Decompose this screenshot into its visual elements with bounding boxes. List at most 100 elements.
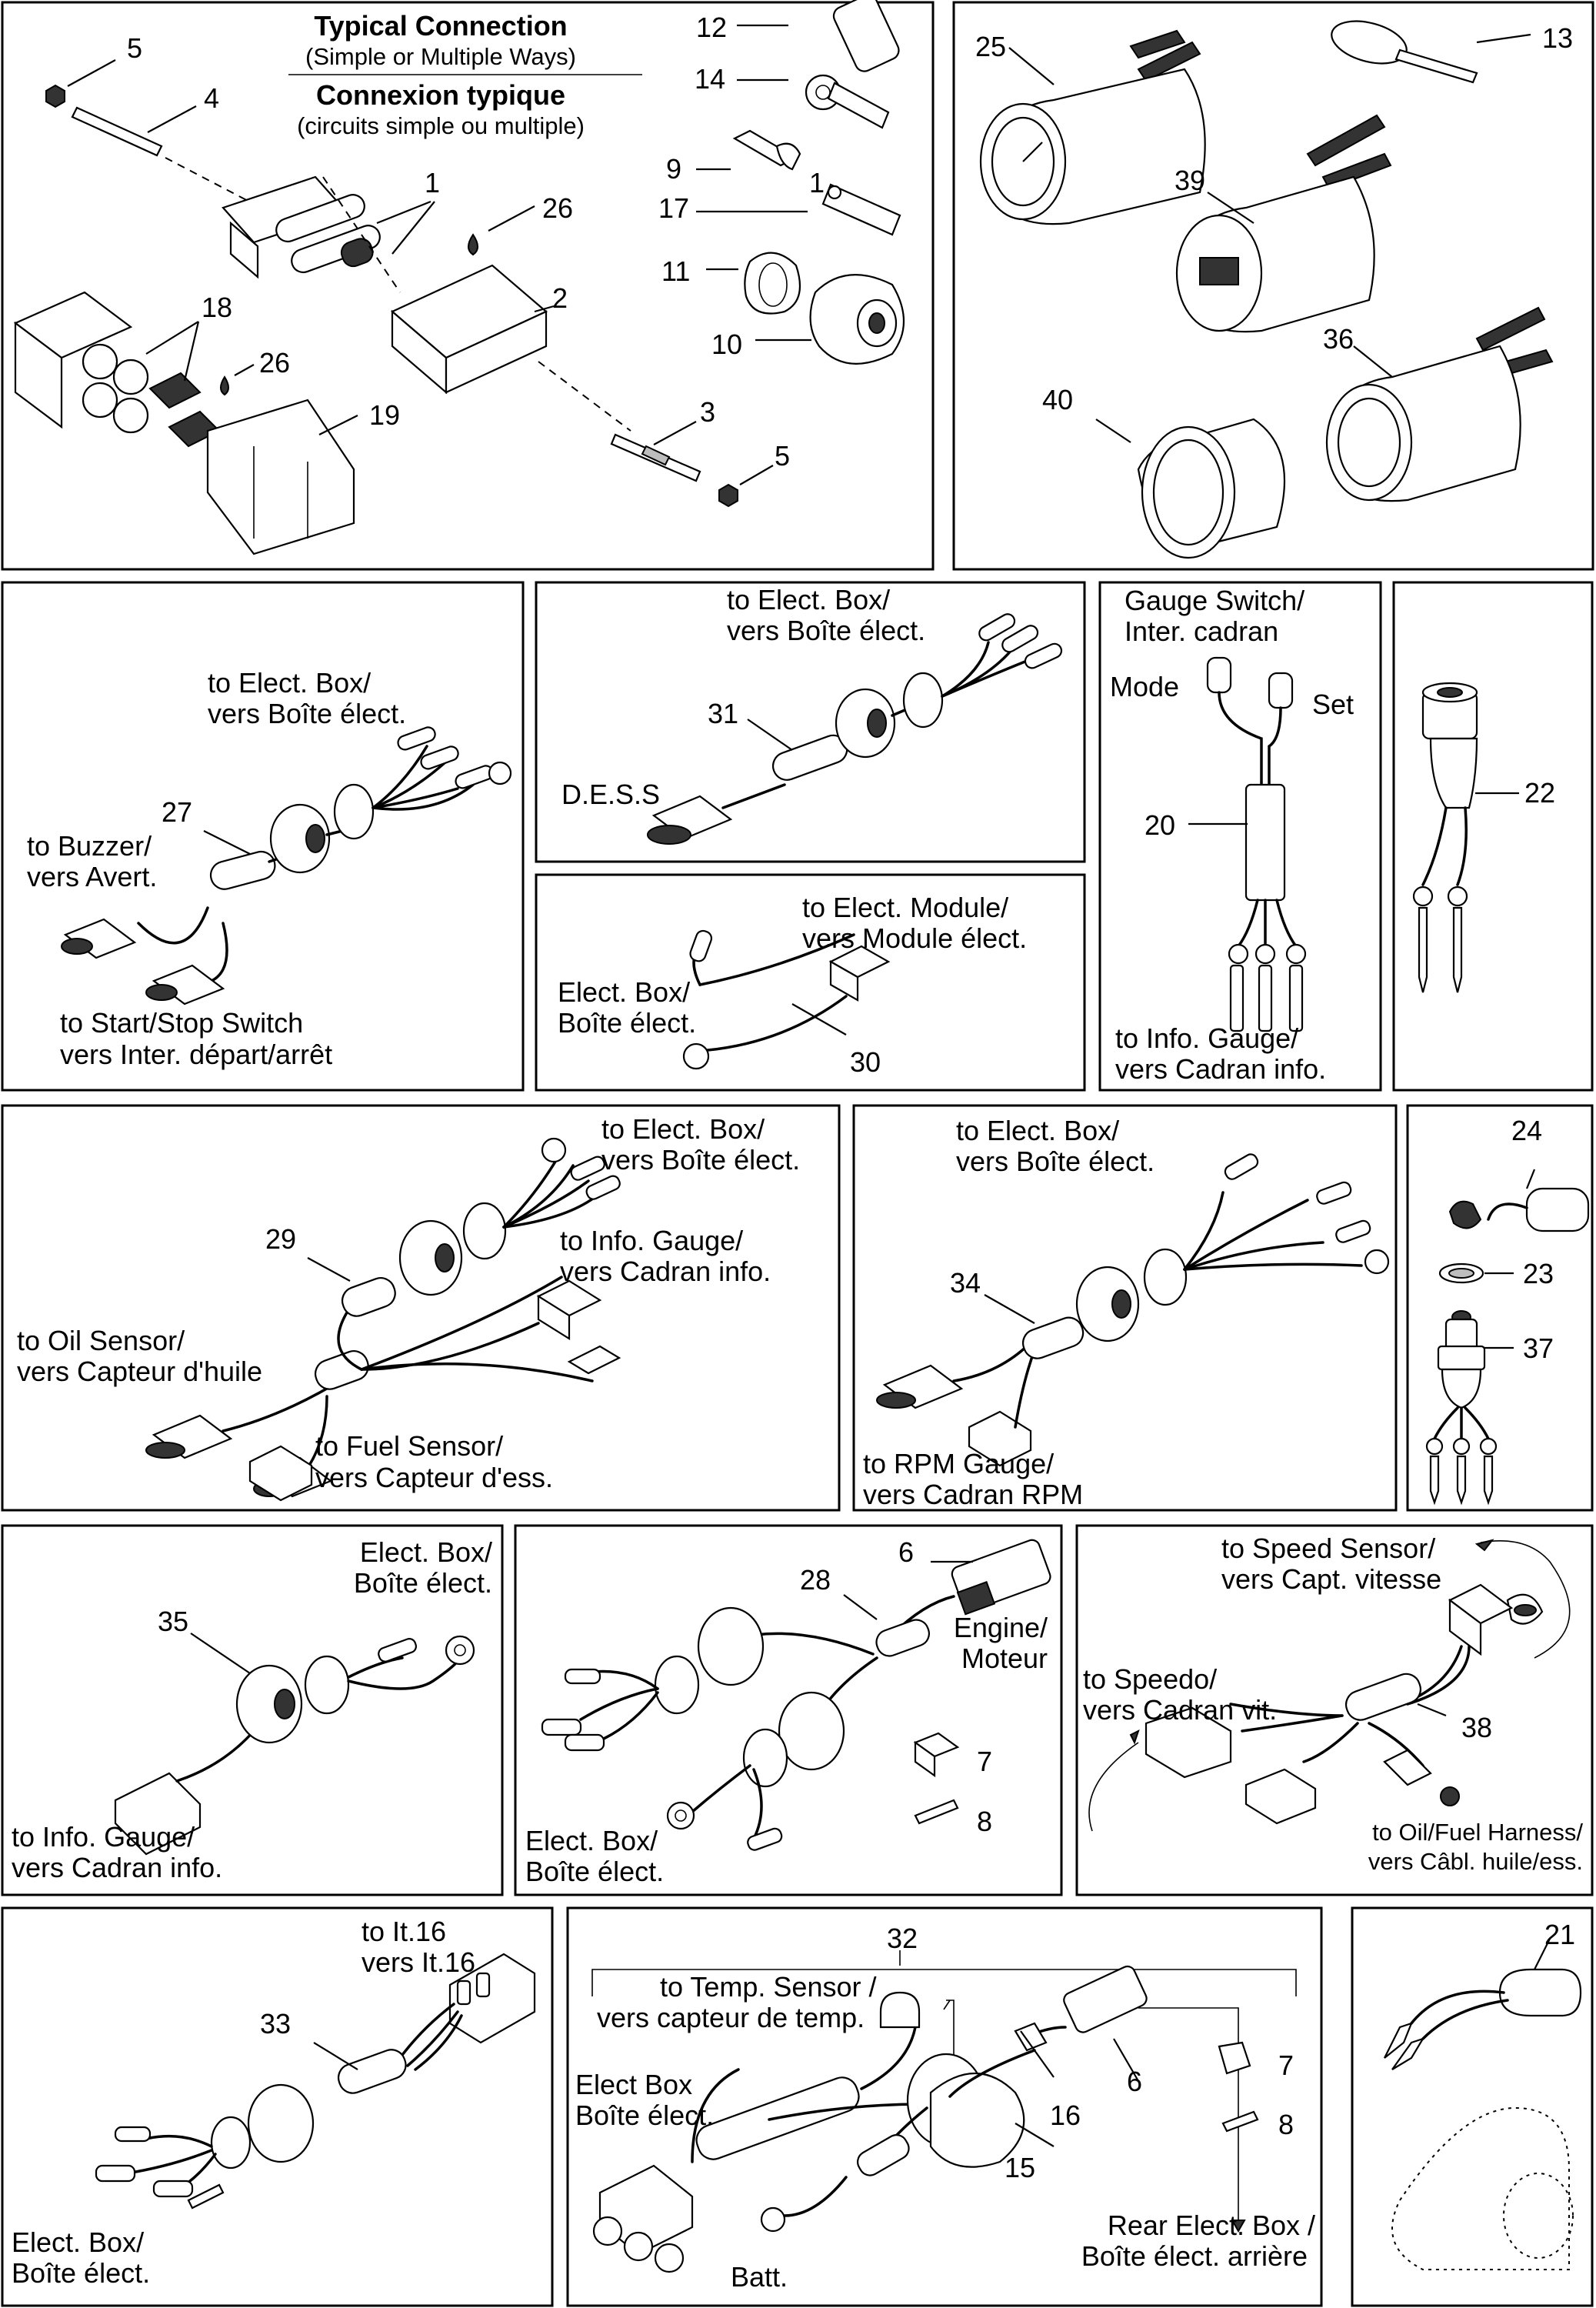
label-elect-box-28-en: Elect. Box/ (525, 1825, 658, 1856)
callout-19: 19 (369, 399, 400, 431)
callout-11: 11 (661, 255, 690, 287)
label-elect-box-29-en: to Elect. Box/ (601, 1113, 765, 1145)
label-elect-box-30-fr: Boîte élect. (558, 1007, 696, 1039)
label-info-gauge-35-fr: vers Cadran info. (12, 1852, 222, 1883)
panel-harness-34 (852, 1104, 1398, 1512)
part-13-cable-tie (1331, 20, 1531, 84)
label-batt: Batt. (731, 2261, 788, 2293)
harness-20-gauge-switch (1188, 656, 1307, 1032)
part-1-connector (222, 175, 435, 293)
label-info-gauge-35-en: to Info. Gauge/ (12, 1821, 195, 1853)
part-25-gauge (979, 29, 1206, 225)
probe-21 (1384, 1938, 1582, 2270)
lubricant-drop-icon-2 (220, 375, 229, 396)
label-oil-fuel-harness-fr: vers Câbl. huile/ess. (1368, 1848, 1583, 1875)
label-elect-box-35-en: Elect. Box/ (360, 1536, 492, 1568)
callout-21: 21 (1544, 1919, 1575, 1950)
harness-31 (647, 613, 1063, 845)
part-18-multi-connector (13, 291, 221, 448)
callout-23: 23 (1523, 1258, 1554, 1289)
part-11-grommet (706, 252, 801, 315)
typical-connection-title: Typical Connection (Simple or Multiple W… (288, 10, 642, 139)
label-elect-box-34-fr: vers Boîte élect. (956, 1146, 1155, 1177)
callout-14: 14 (695, 63, 725, 95)
panel-harness-28 (514, 1524, 1063, 1896)
callout-39: 39 (1175, 165, 1205, 196)
label-elect-box-30-en: Elect. Box/ (558, 976, 690, 1008)
label-speed-sensor-en: to Speed Sensor/ (1221, 1533, 1435, 1564)
lubricant-drop-icon (468, 233, 478, 256)
part-19-housing (206, 399, 358, 555)
label-speedo-en: to Speedo/ (1083, 1663, 1217, 1695)
panel-harness-33 (1, 1906, 554, 2307)
callout-6a: 6 (898, 1536, 914, 1568)
label-rpm-gauge-en: to RPM Gauge/ (863, 1448, 1054, 1479)
label-temp-sensor-fr: vers capteur de temp. (597, 2002, 865, 2033)
label-start-stop-en: to Start/Stop Switch (60, 1007, 303, 1039)
callout-18: 18 (202, 292, 232, 323)
part-40-bezel-ring (1095, 418, 1286, 559)
harness-30 (682, 929, 891, 1070)
label-elect-box-29-fr: vers Boîte élect. (601, 1144, 800, 1176)
panel-gauge-switch (1098, 581, 1382, 1092)
label-rear-elect-box-fr: Boîte élect. arrière (1081, 2240, 1308, 2272)
label-elect-box-32-fr: Boîte élect. (575, 2100, 714, 2131)
callout-27: 27 (162, 796, 192, 828)
harness-35 (114, 1633, 475, 1856)
callout-33: 33 (260, 2008, 291, 2040)
panel-harness-27 (1, 581, 525, 1092)
label-fuel-sensor-fr: vers Capteur d'ess. (315, 1462, 553, 1493)
callout-10: 10 (711, 329, 742, 360)
panel-harness-30 (535, 873, 1086, 1092)
callout-32: 32 (887, 1923, 918, 1954)
harness-33 (95, 1953, 536, 2210)
label-engine-en: Engine/ (954, 1612, 1048, 1643)
part-39-info-gauge (1175, 114, 1392, 333)
label-set: Set (1312, 689, 1354, 720)
part-14-ring-terminal (737, 74, 890, 129)
callout-13: 13 (1542, 22, 1573, 54)
label-start-stop-fr: vers Inter. départ/arrêt (60, 1039, 332, 1070)
panel-sensor-24 (1406, 1104, 1594, 1512)
part-10-nut (755, 274, 905, 365)
callout-2: 2 (552, 282, 568, 314)
panel-harness-38 (1075, 1524, 1594, 1896)
label-elect-box-35-fr: Boîte élect. (354, 1567, 492, 1599)
callout-34: 34 (950, 1267, 981, 1299)
callout-26b: 26 (259, 347, 290, 379)
callout-25: 25 (975, 31, 1006, 62)
harness-32 (591, 1950, 1297, 2273)
callout-24: 24 (1511, 1115, 1542, 1146)
callout-17: 17 (658, 192, 689, 224)
callout-30: 30 (850, 1046, 881, 1078)
label-fuel-sensor-en: to Fuel Sensor/ (315, 1430, 503, 1462)
label-oil-sensor-fr: vers Capteur d'huile (17, 1356, 262, 1387)
label-temp-sensor-en: to Temp. Sensor / (660, 1971, 876, 2003)
label-gauge-switch-en: Gauge Switch/ (1125, 585, 1304, 616)
harness-27 (61, 726, 512, 1006)
callout-4: 4 (204, 82, 219, 114)
label-info-gauge-29-fr: vers Cadran info. (560, 1256, 771, 1287)
panel-sensor-22 (1392, 581, 1594, 1092)
panel-gauges (952, 1, 1594, 571)
callout-7b: 7 (1278, 2050, 1294, 2081)
label-engine-fr: Moteur (961, 1643, 1048, 1674)
subtitle-en: (Simple or Multiple Ways) (305, 43, 576, 70)
label-buzzer-fr: vers Avert. (27, 861, 157, 892)
label-info-gauge-20-fr: vers Cadran info. (1115, 1053, 1326, 1085)
callout-5a: 5 (127, 32, 142, 64)
sensor-24-23-37 (1425, 1169, 1590, 1506)
callout-37: 37 (1523, 1332, 1554, 1364)
panel-harness-31 (535, 581, 1086, 863)
label-rear-elect-box-en: Rear Elect. Box / (1108, 2210, 1315, 2241)
panel-harness-29 (1, 1104, 841, 1512)
label-info-gauge-29-en: to Info. Gauge/ (560, 1225, 743, 1256)
part-9-terminal-clip (696, 129, 801, 171)
label-elect-box-32-en: Elect Box (575, 2069, 692, 2100)
callout-8b: 8 (1278, 2109, 1294, 2140)
title-fr: Connexion typique (316, 79, 565, 111)
label-elect-box-33-en: Elect. Box/ (12, 2226, 144, 2258)
part-5-nut-top (45, 59, 116, 108)
label-elect-box-33-fr: Boîte élect. (12, 2257, 150, 2289)
label-it16-fr: vers It.16 (362, 1946, 475, 1978)
